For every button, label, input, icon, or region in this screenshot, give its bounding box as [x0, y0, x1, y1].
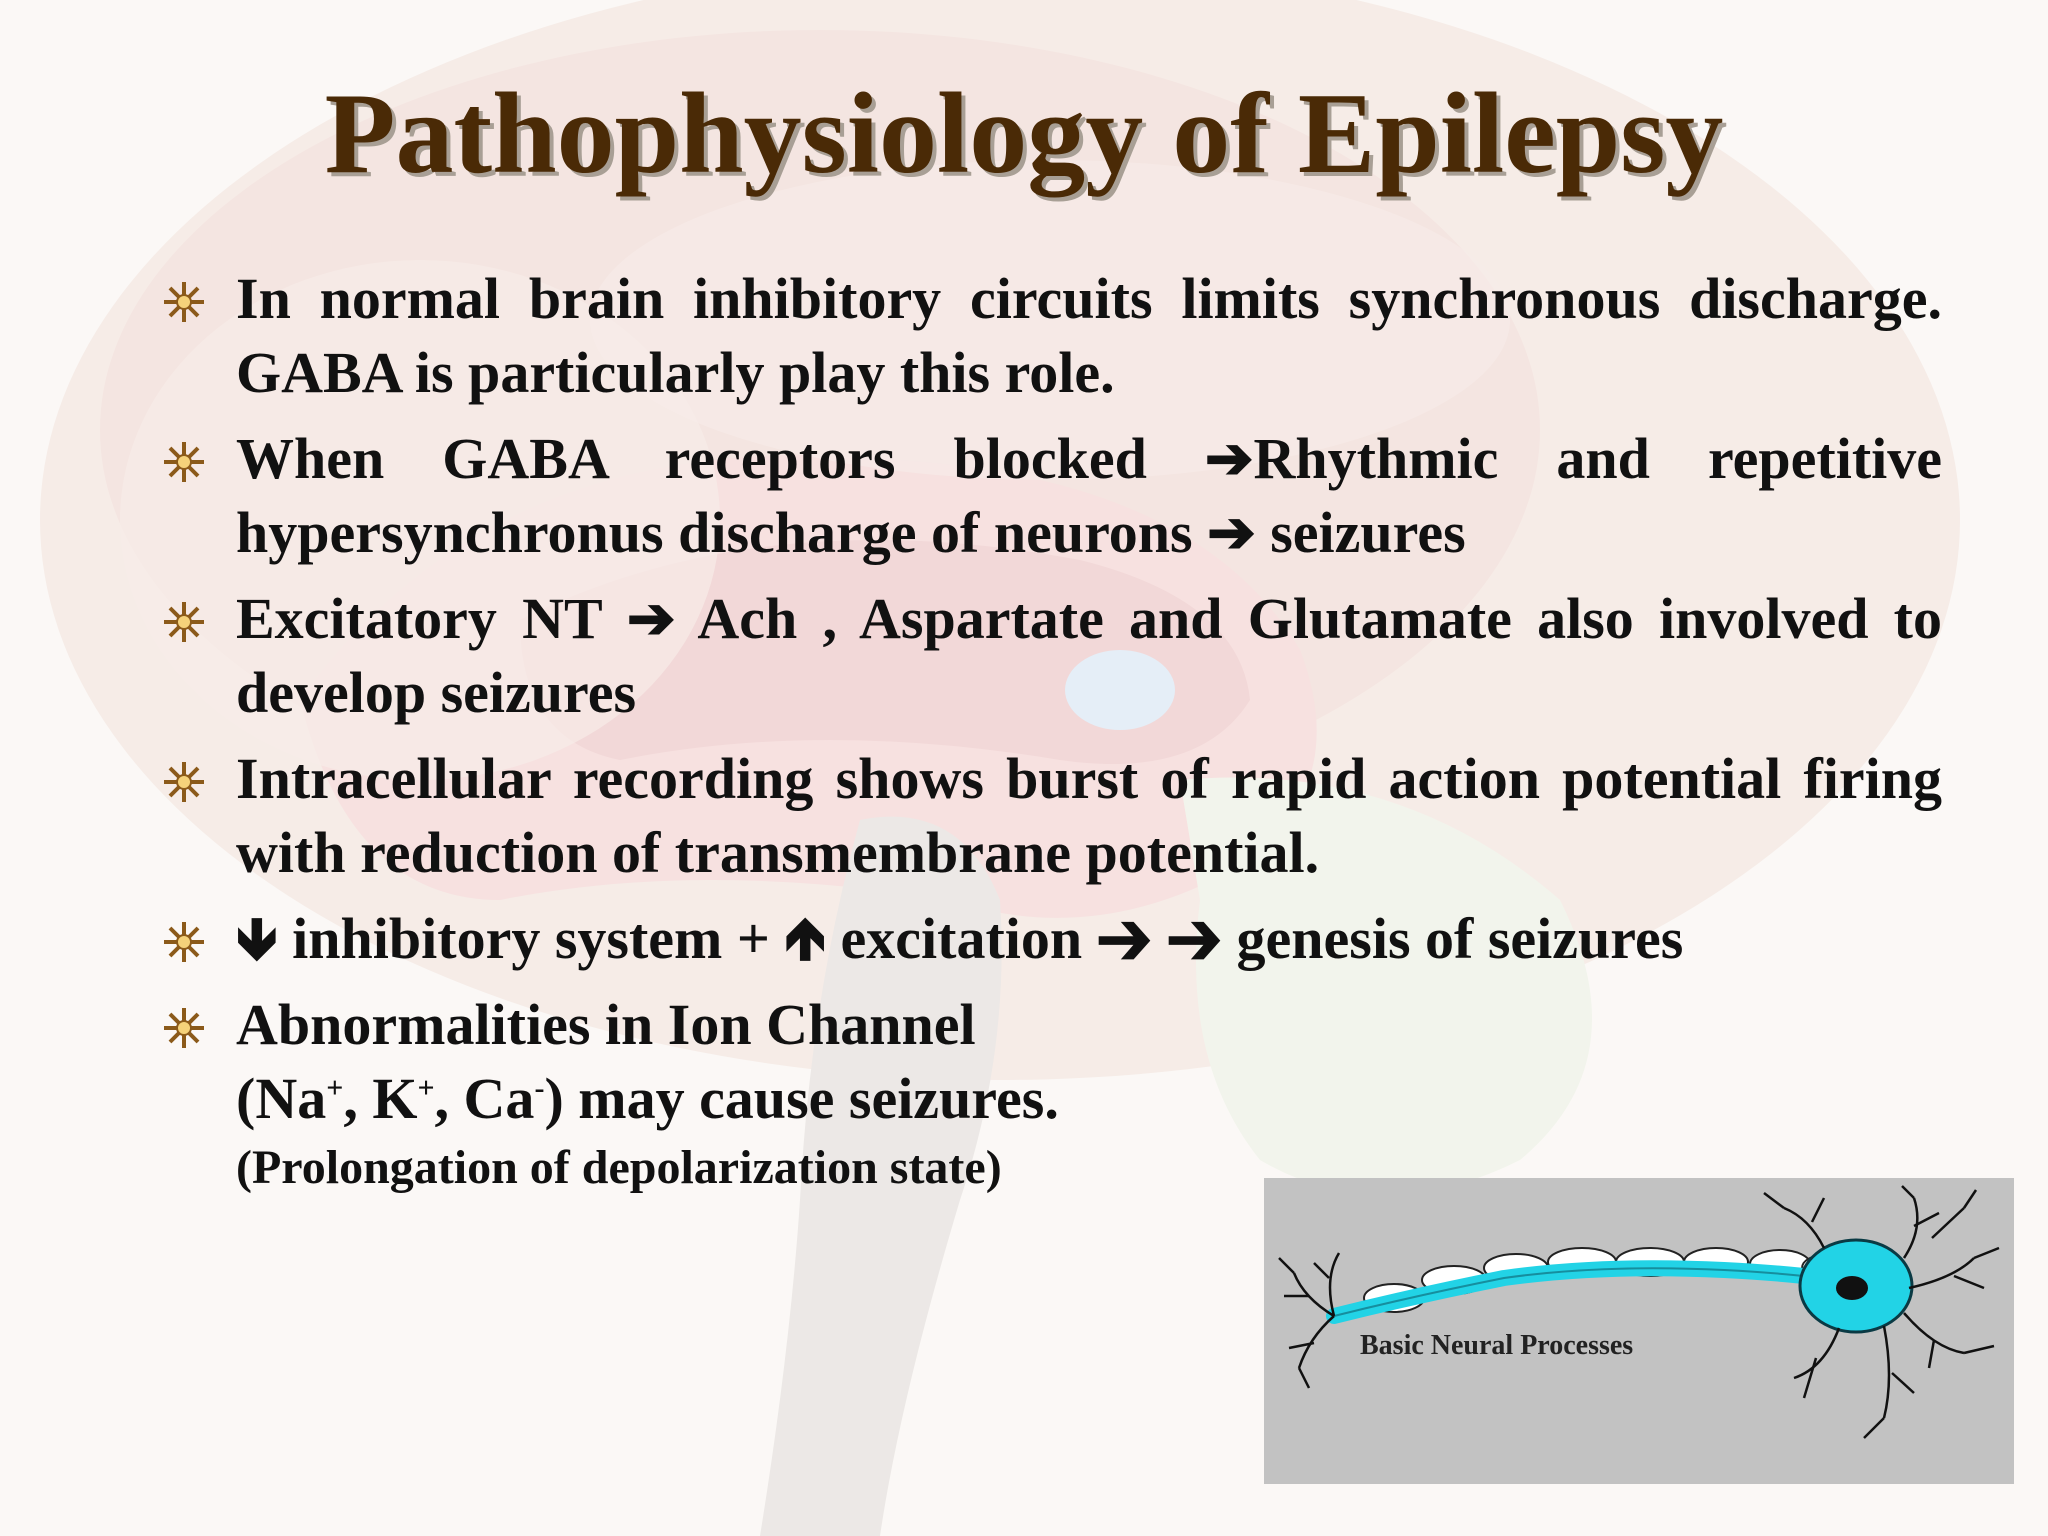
- slide-title: Pathophysiology of Epilepsy: [324, 70, 1724, 198]
- star-bullet-icon: [160, 438, 208, 486]
- bullet-item: 🡻 inhibitory system + 🡹 excitation ➔ ➔ g…: [160, 902, 1942, 976]
- star-bullet-icon: [160, 278, 208, 326]
- star-bullet-icon: [160, 918, 208, 966]
- bullet-text: Abnormalities in Ion Channel (Na+, K+, C…: [236, 988, 1296, 1136]
- bullet-text: In normal brain inhibitory circuits limi…: [236, 266, 1942, 405]
- neuron-image: Basic Neural Processes: [1264, 1178, 2014, 1484]
- ion-channel-line1: Abnormalities in Ion Channel: [236, 992, 976, 1057]
- bullet-list: In normal brain inhibitory circuits limi…: [160, 262, 1942, 1212]
- ion-channel-note: (Prolongation of depolarization state): [236, 1141, 1002, 1194]
- bullet-text: Intracellular recording shows burst of r…: [236, 746, 1942, 885]
- text-seizures: ) may cause seizures.: [544, 1066, 1059, 1131]
- bullet-item-ion-channel: Abnormalities in Ion Channel (Na+, K+, C…: [160, 988, 1296, 1200]
- bullet-item: Excitatory NT ➔ Ach , Aspartate and Glut…: [160, 582, 1942, 730]
- ion-channel-line2: (Na+, K+, Ca-) may cause seizures.: [236, 1062, 1296, 1136]
- bullet-item: In normal brain inhibitory circuits limi…: [160, 262, 1942, 410]
- neuron-illustration-icon: [1264, 1178, 2014, 1484]
- star-bullet-icon: [160, 598, 208, 646]
- neuron-image-label: Basic Neural Processes: [1360, 1330, 1634, 1361]
- bullet-text: When GABA receptors blocked ➔Rhythmic an…: [236, 426, 1942, 565]
- bullet-item: When GABA receptors blocked ➔Rhythmic an…: [160, 422, 1942, 570]
- star-bullet-icon: [160, 758, 208, 806]
- bullet-text: 🡻 inhibitory system + 🡹 excitation ➔ ➔ g…: [236, 906, 1684, 971]
- text-k: , K: [343, 1066, 418, 1131]
- bullet-item: Intracellular recording shows burst of r…: [160, 742, 1942, 890]
- sup-na: +: [326, 1071, 344, 1105]
- star-bullet-icon: [160, 1004, 208, 1052]
- bullet-text: Excitatory NT ➔ Ach , Aspartate and Glut…: [236, 586, 1942, 725]
- text-na: (Na: [236, 1066, 327, 1131]
- sup-ca: -: [534, 1071, 545, 1105]
- text-ca: , Ca: [434, 1066, 535, 1131]
- sup-k: +: [417, 1071, 435, 1105]
